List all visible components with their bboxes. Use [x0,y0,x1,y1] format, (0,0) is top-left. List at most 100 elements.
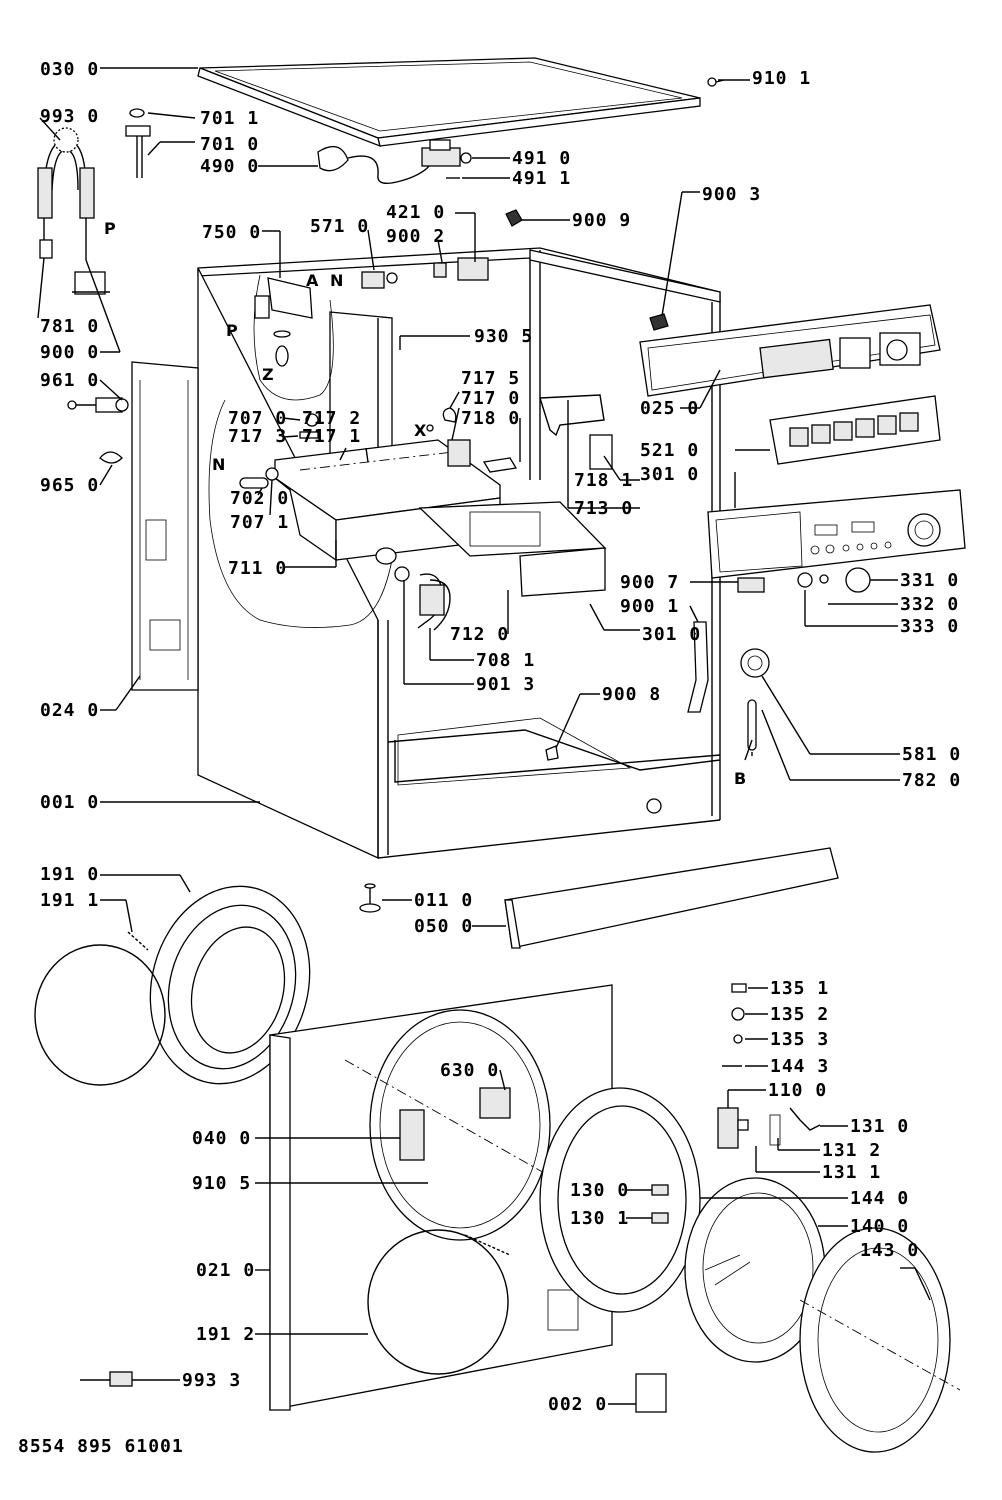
solenoid-valve [361,271,398,289]
kickplate [504,847,839,949]
noise-filter [421,139,472,167]
part-label-p9650: 965 0 [40,475,99,496]
control-panel-frame [639,304,941,397]
part-label-p0500: 050 0 [414,916,473,937]
part-label-p5210: 521 0 [640,440,699,461]
clamp-band-191-1 [34,944,166,1086]
part-label-p3010a: 301 0 [640,464,699,485]
dispenser-hose [394,566,451,631]
part-label-p9933: 993 3 [182,1370,241,1391]
part-label-p6300: 630 0 [440,1060,499,1081]
part-label-p0250: 025 0 [640,398,699,419]
part-label-p9009: 900 9 [572,210,631,231]
part-label-p7011: 701 1 [200,108,259,129]
part-label-p0110: 011 0 [414,890,473,911]
part-label-p0300: 030 0 [40,59,99,80]
part-label-p7820: 782 0 [902,770,961,791]
door-catch-131 [789,1107,821,1131]
part-label-p0240: 024 0 [40,700,99,721]
part-label-p7810: 781 0 [40,316,99,337]
top-lid [197,57,701,148]
marker-n-1: N [330,271,343,290]
screw-910-1 [707,77,725,87]
inlet-valve-961 [67,397,129,413]
part-label-p1430: 143 0 [860,1240,919,1261]
clip-900-8 [545,745,559,761]
clip-900-7 [737,577,765,593]
part-label-p9008: 900 8 [602,684,661,705]
door-glass [684,1177,826,1363]
part-label-p9610: 961 0 [40,370,99,391]
part-label-p9003: 900 3 [702,184,761,205]
cabinet [197,247,721,860]
diagram-code: 8554 895 61001 [18,1436,184,1457]
part-label-p1911: 191 1 [40,890,99,911]
part-label-p7010: 701 0 [200,134,259,155]
part-label-p7175: 717 5 [461,368,520,389]
part-label-p9007: 900 7 [620,572,679,593]
part-label-p7170: 717 0 [461,388,520,409]
part-label-p1353: 135 3 [770,1029,829,1050]
marker-a: A [306,271,319,290]
part-label-p7081: 708 1 [476,650,535,671]
part-label-p1912: 191 2 [196,1324,255,1345]
part-label-p7172: 717 2 [302,408,361,429]
part-label-p1301: 130 1 [570,1208,629,1229]
door-hinge [717,1107,749,1149]
part-label-p7070: 707 0 [228,408,287,429]
door-catch-131-2 [769,1114,781,1146]
part-label-p9101: 910 1 [752,68,811,89]
pressure-chamber [254,277,313,367]
seal-965 [99,451,123,464]
part-label-p1311: 131 1 [822,1162,881,1183]
part-label-p9305: 930 5 [474,326,533,347]
marker-p-1: P [104,219,116,238]
part-label-p9001: 900 1 [620,596,679,617]
part-label-p0020: 002 0 [548,1394,607,1415]
part-label-p7181: 718 1 [574,470,633,491]
part-label-p1351: 135 1 [770,978,829,999]
part-label-p7180: 718 0 [461,408,520,429]
part-label-p7130: 713 0 [574,498,633,519]
part-label-p7020: 702 0 [230,488,289,509]
part-label-p1443: 144 3 [770,1056,829,1077]
spring-191-2 [464,1234,511,1256]
clamp-band-191-2 [367,1229,509,1375]
rear-panel [131,361,199,691]
part-label-p3010b: 301 0 [642,624,701,645]
power-cable [317,145,433,184]
relay-421 [457,257,489,281]
knob-333 [797,572,813,588]
part-label-p7071: 707 1 [230,512,289,533]
part-label-p9105: 910 5 [192,1173,251,1194]
knob-331 [845,567,871,593]
part-label-p1100: 110 0 [768,1080,827,1101]
dispenser-drawer [418,501,607,597]
marker-z: Z [262,365,274,384]
spring-191-1 [127,931,149,951]
marker-n-2: N [212,455,225,474]
hose-clamp-tool [80,1371,150,1387]
part-label-p0210: 021 0 [196,1260,255,1281]
inlet-hose-assembly [37,127,110,295]
part-label-p4911: 491 1 [512,168,571,189]
electronic-board [769,395,941,465]
part-label-p7171: 717 1 [302,426,361,447]
part-label-p9930: 993 0 [40,106,99,127]
clip-900-1 [687,621,709,713]
part-label-p4900: 490 0 [200,156,259,177]
part-label-p9002: 900 2 [386,226,445,247]
knob-332 [819,574,829,584]
part-label-p3330: 333 0 [900,616,959,637]
leader-lines [37,67,931,1405]
part-label-p0400: 040 0 [192,1128,251,1149]
part-label-p1310: 131 0 [850,1116,909,1137]
part-label-p1440: 144 0 [850,1188,909,1209]
clip-900-2 [433,262,447,278]
part-label-p3320: 332 0 [900,594,959,615]
marker-x: X [414,421,427,440]
adjustable-foot [359,883,381,913]
part-label-p1312: 131 2 [822,1140,881,1161]
